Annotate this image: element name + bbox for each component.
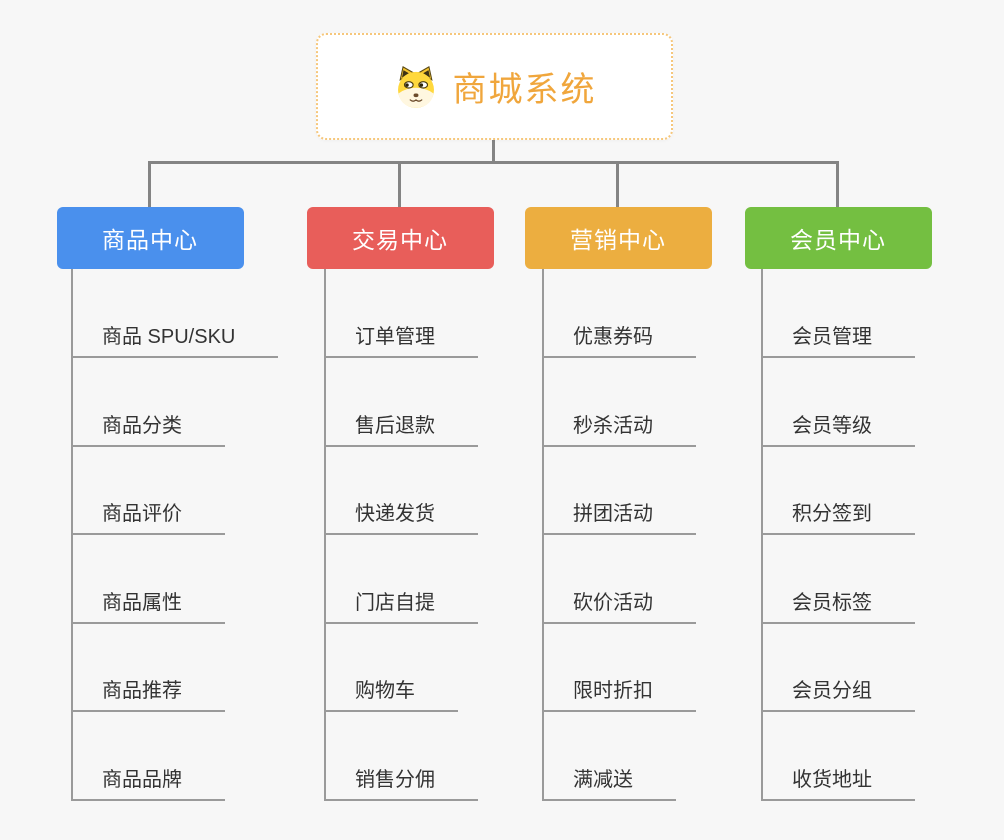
- branch-connector-drop: [148, 161, 151, 207]
- leaf-node[interactable]: 砍价活动: [543, 583, 696, 624]
- leaf-node[interactable]: 商品属性: [72, 583, 225, 624]
- leaf-node[interactable]: 订单管理: [325, 317, 478, 358]
- leaf-node[interactable]: 商品推荐: [72, 671, 225, 713]
- branch-connector-drop: [398, 161, 401, 207]
- leaf-node[interactable]: 商品品牌: [72, 760, 225, 801]
- root-connector-line: [492, 139, 495, 164]
- leaf-node[interactable]: 售后退款: [325, 406, 478, 447]
- root-node[interactable]: 商城系统: [316, 33, 673, 140]
- leaf-node[interactable]: 优惠券码: [543, 317, 696, 358]
- leaf-node[interactable]: 限时折扣: [543, 671, 696, 713]
- leaf-node[interactable]: 拼团活动: [543, 494, 696, 536]
- leaf-node[interactable]: 会员标签: [762, 583, 915, 624]
- leaf-node[interactable]: 商品 SPU/SKU: [72, 317, 279, 358]
- leaf-node[interactable]: 秒杀活动: [543, 406, 696, 447]
- branch-connector-drop: [836, 161, 839, 207]
- branch-connector-rail: [148, 161, 839, 164]
- leaf-node[interactable]: 收货地址: [762, 760, 915, 801]
- dog-face-icon: [397, 65, 434, 108]
- leaf-node[interactable]: 会员分组: [762, 671, 915, 713]
- leaf-node[interactable]: 商品评价: [72, 494, 225, 536]
- branch-node-1[interactable]: 商品中心: [56, 207, 244, 269]
- leaf-node[interactable]: 会员等级: [762, 406, 915, 447]
- branch-node-3[interactable]: 营销中心: [524, 207, 712, 269]
- leaf-node[interactable]: 满减送: [543, 760, 676, 801]
- leaf-node[interactable]: 门店自提: [325, 583, 478, 624]
- leaf-node[interactable]: 积分签到: [762, 494, 915, 536]
- leaf-node[interactable]: 购物车: [325, 671, 458, 713]
- leaf-node[interactable]: 销售分佣: [325, 760, 478, 801]
- branch-connector-drop: [616, 161, 619, 207]
- branch-node-2[interactable]: 交易中心: [306, 207, 494, 269]
- root-node-label: 商城系统: [452, 71, 597, 109]
- leaf-node[interactable]: 会员管理: [762, 317, 915, 358]
- leaf-node[interactable]: 商品分类: [72, 406, 225, 447]
- leaf-node[interactable]: 快递发货: [325, 494, 478, 536]
- branch-node-4[interactable]: 会员中心: [744, 207, 932, 269]
